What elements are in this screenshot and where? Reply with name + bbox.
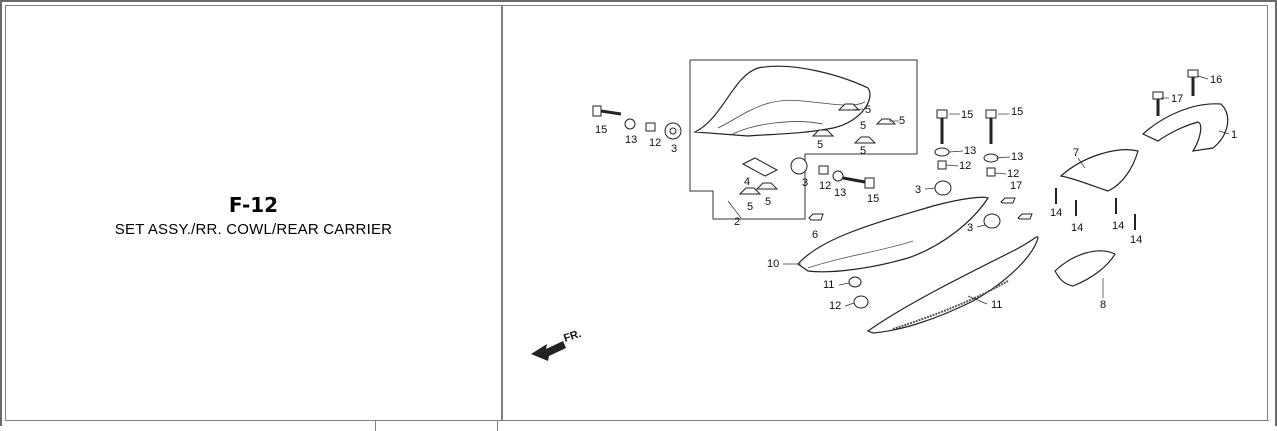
callout-13-d: 13 — [1011, 151, 1023, 163]
part-6 — [808, 213, 824, 221]
callout-13-b: 13 — [834, 187, 846, 199]
footer-cell-1 — [5, 421, 376, 431]
front-direction-label: FR. — [562, 328, 583, 345]
callout-16-b: 17 — [1171, 93, 1183, 105]
bolt-15-left — [592, 105, 622, 117]
callout-3-c: 3 — [915, 184, 921, 196]
callout-3-b: 3 — [802, 177, 808, 189]
callout-labels: 15 13 12 3 5 5 5 5 5 4 5 5 2 3 12 13 15 … — [595, 74, 1237, 312]
callout-5-d: 5 — [817, 139, 823, 151]
rear-carrier-1 — [1141, 103, 1229, 152]
seat-assy-outline — [689, 59, 918, 220]
callout-6: 6 — [812, 229, 818, 241]
callout-14-a: 14 — [1050, 207, 1062, 219]
footer-cell-2 — [377, 421, 498, 431]
collar-12-left — [645, 122, 656, 132]
seat — [692, 65, 871, 137]
callout-4: 4 — [744, 176, 750, 188]
callout-15-c: 15 — [961, 109, 973, 121]
callout-15-b: 15 — [867, 193, 879, 205]
callout-12-d: 12 — [1007, 168, 1019, 180]
callout-5-f: 5 — [747, 201, 753, 213]
figure-title: SET ASSY./RR. COWL/REAR CARRIER — [114, 221, 393, 238]
callout-12-c: 12 — [959, 160, 971, 172]
callout-3-d: 3 — [967, 222, 973, 234]
callout-10: 11 — [991, 299, 1002, 311]
callout-5-a: 5 — [865, 104, 871, 116]
callout-17-a: 17 — [1010, 180, 1022, 192]
footer-row — [5, 420, 1269, 431]
callout-3-a: 3 — [671, 143, 677, 155]
callout-11-b: 12 — [829, 300, 841, 312]
callout-8: 8 — [1100, 299, 1106, 311]
exploded-parts-diagram: FR. 15 13 12 3 5 5 5 5 5 4 5 5 2 3 12 13… — [531, 59, 1237, 361]
washer-13-left — [624, 118, 636, 130]
part-8 — [1054, 250, 1116, 287]
footer-cell-3 — [501, 421, 1261, 431]
callout-12-b: 12 — [819, 180, 831, 192]
part-7 — [1059, 149, 1139, 192]
callout-15-a: 15 — [595, 124, 607, 136]
callout-11-a: 11 — [823, 279, 834, 291]
figure-info-cell: F-12 SET ASSY./RR. COWL/REAR CARRIER — [5, 5, 502, 421]
callout-14-c: 14 — [1112, 220, 1124, 232]
callout-5-b: 5 — [860, 120, 866, 132]
callout-16-a: 16 — [1210, 74, 1222, 86]
callout-9: 10 — [767, 258, 779, 270]
callout-12-a: 12 — [649, 137, 661, 149]
bracket-4 — [741, 157, 779, 177]
parts-diagram-cell: FR. 15 13 12 3 5 5 5 5 5 4 5 5 2 3 12 13… — [502, 5, 1268, 421]
side-cover-10 — [866, 236, 1039, 334]
callout-14-d: 14 — [1130, 234, 1142, 246]
callout-5-c: 5 — [899, 115, 905, 127]
callout-5-g: 5 — [765, 196, 771, 208]
callout-1: 1 — [1231, 129, 1237, 141]
callout-13-a: 13 — [625, 134, 637, 146]
figure-code: F-12 — [228, 193, 279, 217]
callout-15-d: 15 — [1011, 106, 1023, 118]
callout-14-b: 14 — [1071, 222, 1083, 234]
callout-7: 7 — [1073, 147, 1079, 159]
side-cover-9 — [797, 196, 989, 273]
callout-2: 2 — [734, 216, 740, 228]
callout-5-e: 5 — [860, 145, 866, 157]
front-direction-arrow: FR. — [531, 328, 583, 361]
callout-13-c: 13 — [964, 145, 976, 157]
